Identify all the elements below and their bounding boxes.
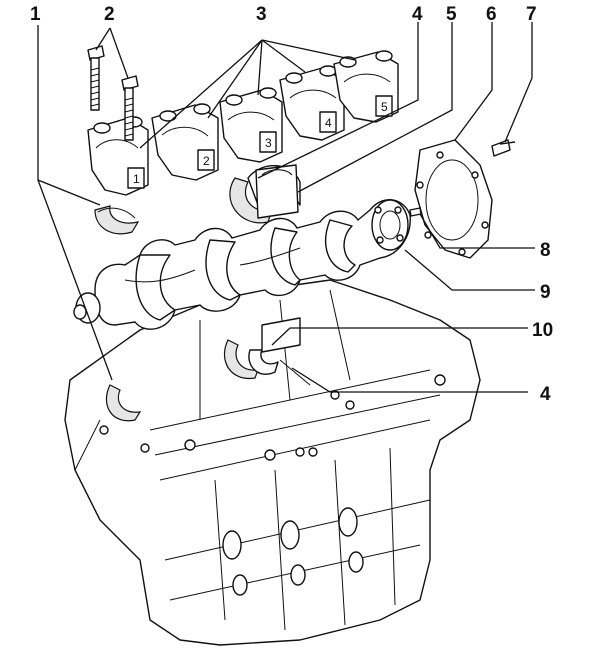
bearing-cap-number: 5 — [381, 100, 388, 114]
bearing-cap-5: 5 — [333, 50, 399, 123]
callout-3: 3 — [256, 4, 267, 25]
callout-6: 6 — [486, 4, 497, 25]
bearing-cap-4: 4 — [279, 65, 345, 141]
cylinder-block — [64, 279, 481, 646]
callout-8: 8 — [540, 240, 551, 261]
main-bearing-caps: 1 2 3 4 — [87, 50, 399, 196]
callout-1: 1 — [30, 4, 41, 25]
bearing-cap-2: 2 — [151, 103, 219, 181]
callout-7: 7 — [526, 4, 537, 25]
bearing-cap-number: 4 — [325, 116, 332, 130]
bearing-cap-number: 1 — [133, 172, 140, 186]
cap-bolt-right — [121, 75, 139, 141]
callout-2: 2 — [104, 4, 115, 25]
bearing-cap-1: 1 — [87, 116, 149, 196]
leader-lines — [37, 22, 535, 393]
callout-10: 10 — [532, 320, 553, 341]
dowel-pin — [409, 207, 422, 217]
bearing-cap-number: 2 — [203, 154, 210, 168]
flange-bolt — [491, 139, 516, 157]
callout-5: 5 — [446, 4, 457, 25]
oil-seal-flange — [414, 139, 493, 259]
callout-labels: 1 2 3 4 5 6 7 8 9 10 4 — [30, 4, 553, 405]
callout-4-upper: 4 — [412, 4, 423, 25]
main-bearing-shell-loose — [94, 205, 140, 235]
crankshaft — [73, 199, 411, 330]
thrust-bearing-shell-upper — [229, 164, 301, 224]
callout-9: 9 — [540, 282, 551, 303]
cap-bolt-left — [87, 45, 105, 111]
bearing-cap-number: 3 — [265, 136, 272, 150]
bearing-cap-3: 3 — [219, 87, 283, 163]
callout-4-lower: 4 — [540, 384, 551, 405]
